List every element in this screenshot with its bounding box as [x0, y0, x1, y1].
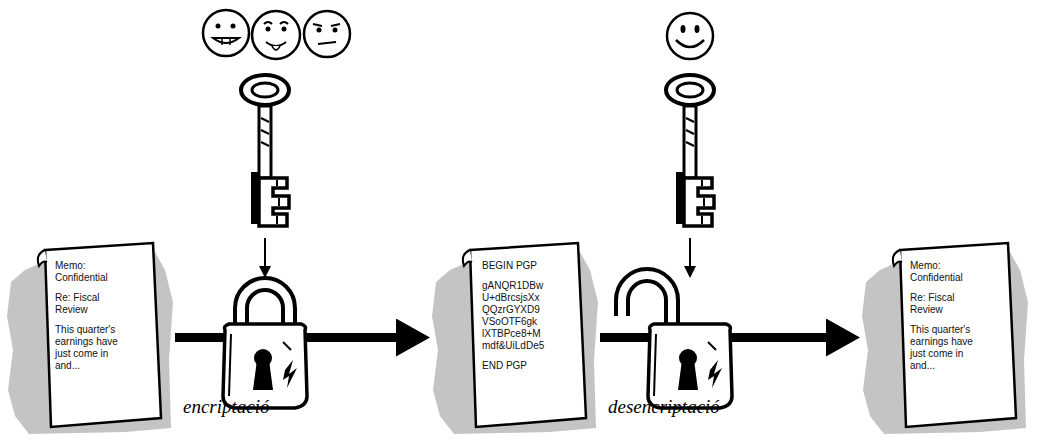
document-text: This quarter's earnings have just come i… [910, 324, 988, 372]
closed-lock [223, 284, 307, 408]
face-grin [203, 10, 249, 56]
paper-sheet [900, 243, 1016, 427]
document-sheet: Memo: ConfidentialRe: Fiscal ReviewThis … [860, 240, 1030, 435]
document-text: Memo: Confidential [910, 260, 963, 284]
document-body: Memo: ConfidentialRe: Fiscal ReviewThis … [55, 260, 133, 380]
document-text: This quarter's earnings have just come i… [55, 324, 133, 372]
key-arrow [264, 238, 266, 276]
document-text: BEGIN PGP [482, 260, 562, 272]
paper-sheet [470, 243, 586, 427]
process-arrow [175, 333, 410, 342]
paper-sheet [45, 243, 161, 427]
paper-curl [893, 250, 902, 266]
key-symbol [241, 75, 289, 226]
process-arrow [600, 333, 840, 342]
face-tongue [252, 11, 300, 59]
document-text: gANQR1DBw U+dBrcsjsXx QQzrGYXD9 VSoOTF6g… [482, 280, 544, 352]
face-neutral [304, 11, 350, 57]
edge-label: desencriptació [608, 396, 720, 418]
face-smile [667, 13, 713, 59]
paper-curl [463, 250, 472, 266]
edge-label: encriptació [183, 396, 270, 418]
key-arrow [689, 238, 691, 276]
document-sheet: Memo: ConfidentialRe: Fiscal ReviewThis … [5, 240, 175, 435]
document-text: Re: Fiscal Review [910, 292, 982, 316]
document-text: Memo: Confidential [55, 260, 108, 284]
document-text: Re: Fiscal Review [55, 292, 127, 316]
document-sheet: BEGIN PGP gANQR1DBw U+dBrcsjsXx QQzrGYXD9… [430, 240, 600, 435]
document-text: END PGP [482, 360, 562, 372]
key-symbol [666, 75, 714, 226]
paper-curl [38, 250, 47, 266]
document-body: Memo: ConfidentialRe: Fiscal ReviewThis … [910, 260, 988, 380]
open-lock [622, 275, 732, 408]
document-body: BEGIN PGP gANQR1DBw U+dBrcsjsXx QQzrGYXD9… [482, 260, 562, 380]
